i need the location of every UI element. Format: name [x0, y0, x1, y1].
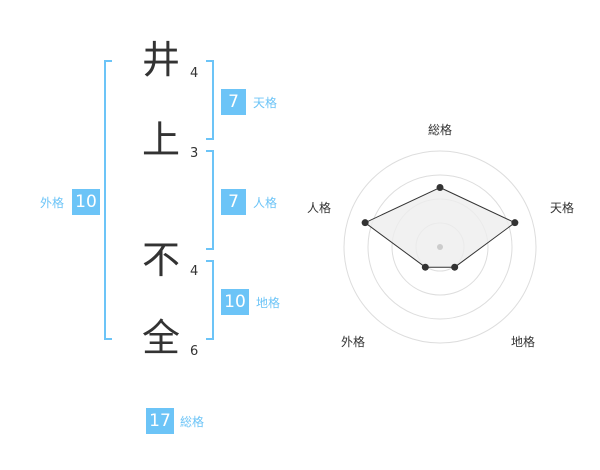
- name-char-1: 井: [141, 38, 180, 82]
- radar-axis-label-gaikaku: 外格: [341, 334, 365, 349]
- radar-center-dot: [437, 244, 443, 250]
- soukaku-badge: 17: [146, 408, 174, 434]
- stroke-count-2: 3: [190, 146, 199, 161]
- radar-chart: 総格 天格 地格 外格 人格: [307, 122, 574, 349]
- stroke-count-4: 6: [190, 344, 199, 359]
- jinkaku-badge: 7: [221, 189, 246, 215]
- radar-ring: [343, 150, 537, 344]
- chikaku-label: 地格: [256, 296, 281, 310]
- tenkaku-bracket: [206, 60, 214, 140]
- tenkaku-label: 天格: [253, 96, 278, 110]
- radar-ring: [367, 174, 513, 320]
- gaikaku-label: 外格: [40, 196, 65, 210]
- name-char-2: 上: [141, 118, 180, 162]
- stroke-count-1: 4: [190, 66, 199, 81]
- radar-axis-label-jinkaku: 人格: [307, 200, 331, 215]
- chikaku-badge: 10: [221, 289, 249, 315]
- radar-points: [361, 183, 519, 271]
- stroke-count-3: 4: [190, 264, 199, 279]
- gaikaku-badge: 10: [72, 189, 100, 215]
- chikaku-bracket: [206, 260, 214, 340]
- name-char-4: 全: [141, 316, 180, 360]
- radar-point: [436, 183, 444, 191]
- tenkaku-badge: 7: [221, 89, 246, 115]
- radar-axis-label-tenkaku: 天格: [550, 200, 574, 215]
- radar-axis-label-chikaku: 地格: [511, 334, 535, 349]
- radar-point: [421, 263, 429, 271]
- jinkaku-label: 人格: [253, 196, 278, 210]
- name-char-3: 不: [141, 238, 180, 282]
- radar-point: [451, 263, 459, 271]
- radar-polygon: [364, 186, 516, 268]
- soukaku-label: 総格: [180, 415, 205, 429]
- jinkaku-bracket: [206, 150, 214, 250]
- radar-point: [511, 219, 519, 227]
- radar-point: [361, 219, 369, 227]
- radar-axis-label-soukaku: 総格: [428, 122, 452, 137]
- gaikaku-bracket: [104, 60, 112, 340]
